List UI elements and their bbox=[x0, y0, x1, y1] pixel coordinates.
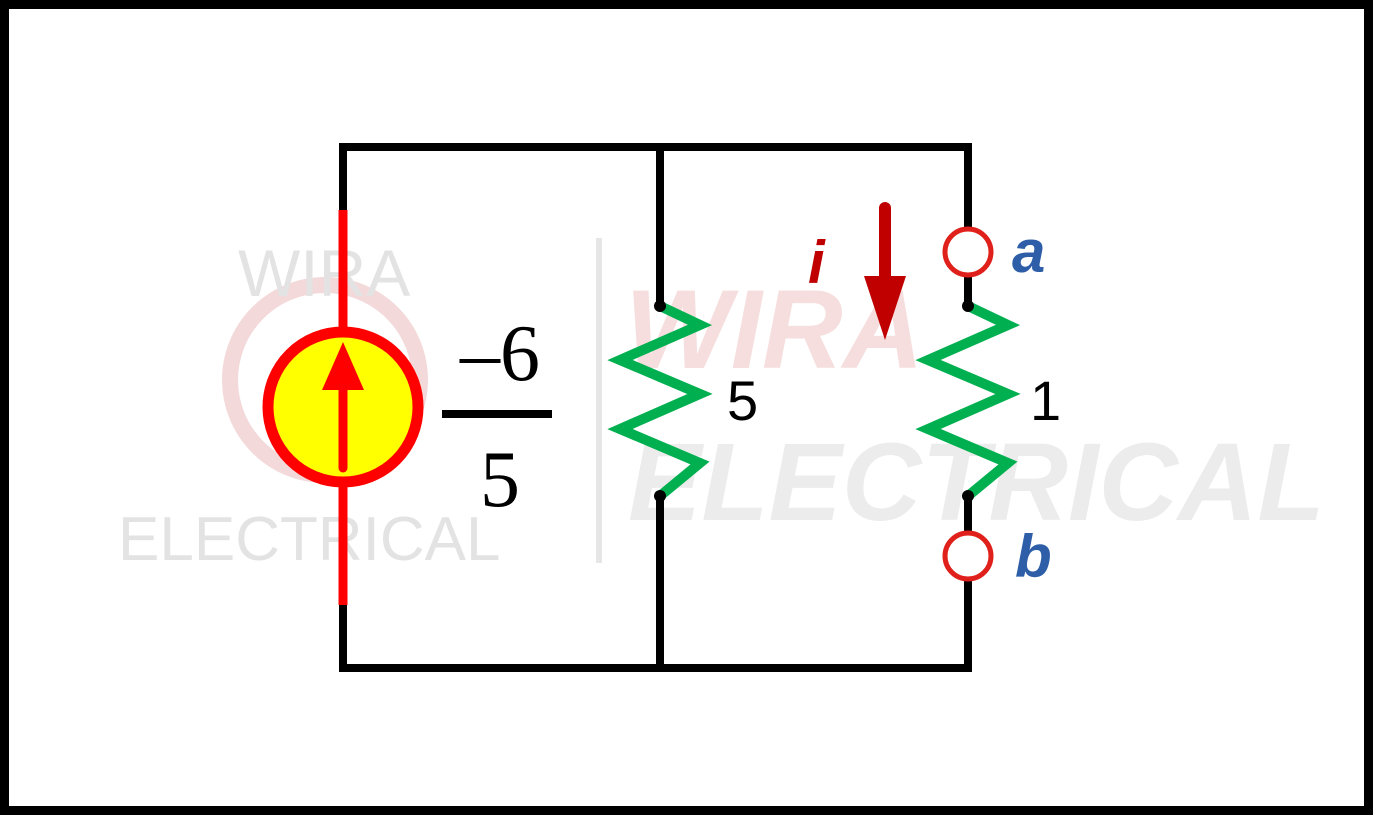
resistor-1: 1 bbox=[915, 300, 1061, 502]
resistor-1-label: 1 bbox=[1030, 369, 1061, 432]
terminal-b: b bbox=[942, 523, 1052, 590]
top-wire bbox=[339, 143, 972, 232]
resistor-5-label: 5 bbox=[727, 369, 758, 432]
wiring bbox=[339, 143, 972, 672]
watermark-large-bottom: ELECTRICAL bbox=[628, 421, 1325, 544]
terminal-b-icon bbox=[942, 530, 994, 582]
resistor-5-top-node bbox=[654, 300, 666, 312]
current-label: i bbox=[808, 229, 826, 296]
down-arrow-icon bbox=[864, 276, 906, 340]
resistor-1-bottom-node bbox=[962, 490, 974, 502]
current-source bbox=[262, 210, 424, 605]
resistor-5-zigzag-icon bbox=[607, 301, 713, 501]
source-value-fraction: –6 5 bbox=[442, 310, 552, 524]
terminal-a-icon bbox=[942, 226, 994, 278]
terminal-a: a bbox=[942, 218, 1045, 285]
source-denominator: 5 bbox=[480, 436, 520, 524]
source-numerator: –6 bbox=[459, 310, 540, 398]
watermark-small-top: WIRA bbox=[238, 236, 410, 310]
watermark-large: WIRA ELECTRICAL bbox=[625, 267, 1325, 544]
resistor-1-zigzag-icon bbox=[915, 301, 1021, 501]
resistor-1-top-node bbox=[962, 300, 974, 312]
terminal-b-label: b bbox=[1015, 523, 1052, 590]
terminal-a-label: a bbox=[1012, 218, 1045, 285]
current-indicator: i bbox=[808, 202, 906, 340]
resistor-5: 5 bbox=[607, 300, 758, 502]
watermark-divider bbox=[596, 238, 602, 563]
resistor-5-bottom-node bbox=[654, 490, 666, 502]
bottom-wire bbox=[339, 578, 972, 672]
watermark-small-bottom: ELECTRICAL bbox=[118, 505, 500, 574]
up-arrow-icon bbox=[322, 342, 364, 390]
